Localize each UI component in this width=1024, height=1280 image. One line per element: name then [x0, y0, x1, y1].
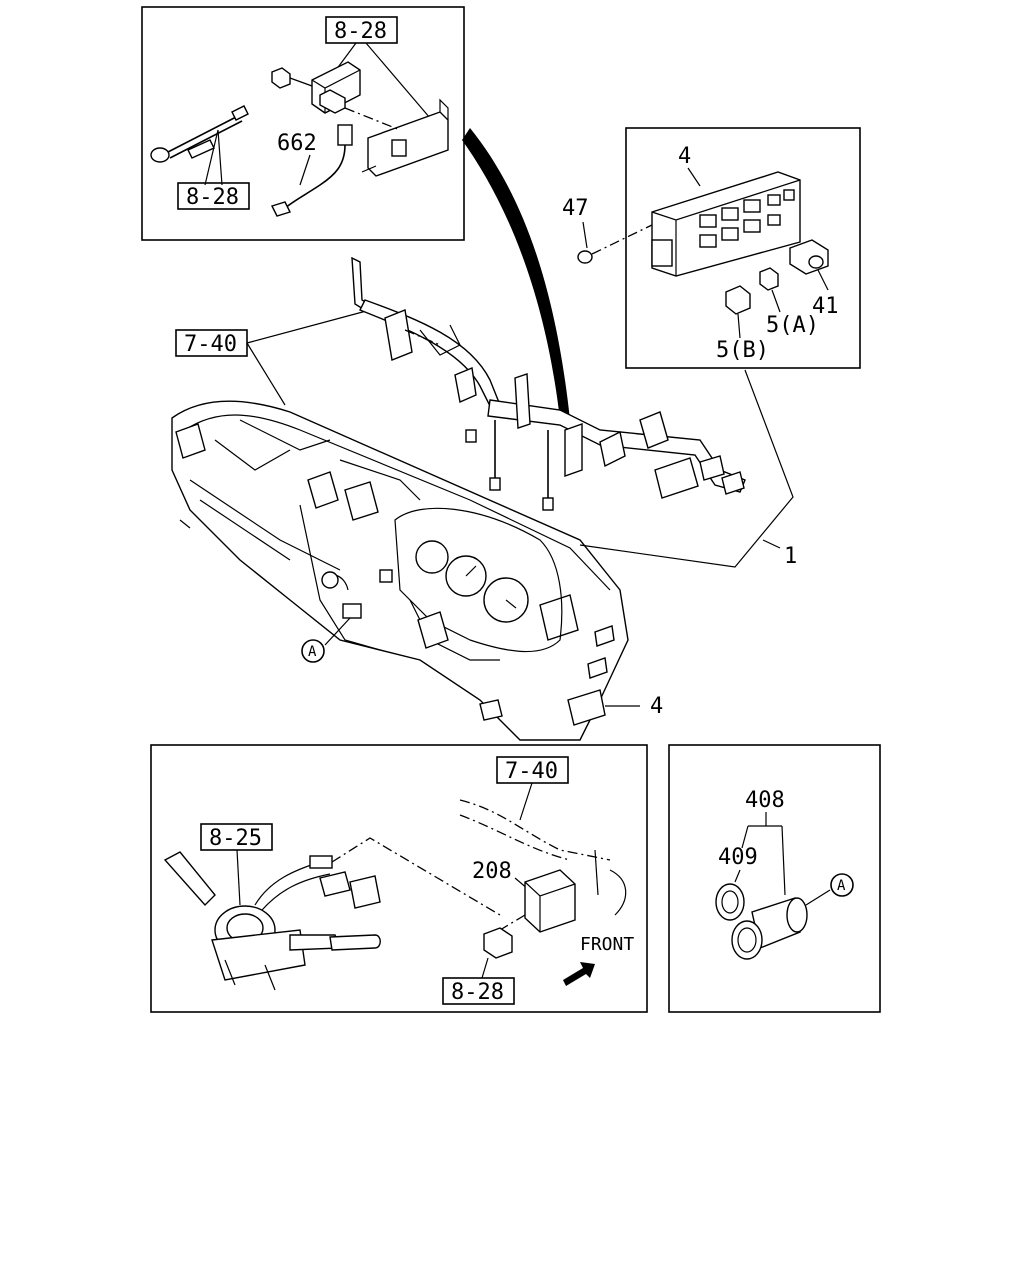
ref-label-7-40-bottom: 7-40	[505, 759, 558, 784]
inset-cigar-lighter: 408 409 A	[668, 744, 881, 1013]
ref-label-7-40-main: 7-40	[184, 332, 237, 357]
part-label-208: 208	[472, 859, 512, 884]
inset-immobilizer: 8-28 662	[141, 6, 465, 241]
ref-box-7-40-bottom	[496, 756, 569, 784]
part-label-662: 662	[277, 131, 317, 156]
leader-arc	[462, 128, 570, 420]
callout-a-dashboard	[301, 639, 325, 663]
mounting-bracket	[361, 98, 449, 177]
ref-box-8-28-bottom	[442, 977, 515, 1005]
ref-label-8-28-top: 8-28	[334, 19, 387, 44]
part-label-5b: 5(B)	[716, 338, 769, 363]
part-label-41: 41	[812, 294, 839, 319]
front-arrow-icon	[563, 962, 595, 986]
key-cylinder-coil	[150, 105, 249, 163]
cross-car-beam	[351, 256, 746, 511]
part-label-409: 409	[718, 845, 758, 870]
inset-combination-switch: 7-40 8-25 208	[150, 744, 648, 1013]
immobilizer-module	[311, 61, 361, 114]
fuse-5b	[725, 285, 751, 315]
part-label-5a: 5(A)	[766, 313, 819, 338]
hvac-control-unit	[651, 171, 801, 277]
relay-box-8-28	[483, 927, 513, 959]
screw-47	[577, 224, 653, 264]
switch-208	[524, 869, 576, 933]
ref-label-8-28-left: 8-28	[186, 185, 239, 210]
part-label-4-dash: 4	[650, 694, 663, 719]
front-label: FRONT	[580, 934, 634, 955]
lighter-socket	[731, 897, 808, 960]
callout-a-lighter-label: A	[837, 878, 846, 894]
relay-41	[789, 239, 829, 275]
ref-label-8-28-bottom: 8-28	[451, 980, 504, 1005]
ref-box-8-28-left	[177, 182, 250, 210]
callout-a-lighter	[830, 873, 854, 897]
combination-switch	[163, 851, 381, 991]
ref-box-8-28-top	[325, 16, 398, 44]
part-label-4-unit: 4	[678, 144, 691, 169]
ref-box-8-25	[200, 823, 273, 851]
main-dashboard-view: 7-40	[171, 256, 797, 741]
fuse-5a	[759, 267, 779, 291]
ref-label-8-25: 8-25	[209, 826, 262, 851]
part-label-47: 47	[562, 196, 589, 221]
callout-a-dashboard-label: A	[308, 644, 317, 660]
part-label-408: 408	[745, 788, 785, 813]
lighter-knob	[715, 883, 745, 921]
inset-hvac-control: 4 47 41 5	[562, 127, 861, 369]
part-label-1: 1	[784, 544, 797, 569]
inset-lighter-frame	[668, 744, 881, 1013]
instrument-panel	[171, 400, 629, 741]
bolt	[271, 67, 313, 89]
antenna-harness	[271, 124, 353, 217]
